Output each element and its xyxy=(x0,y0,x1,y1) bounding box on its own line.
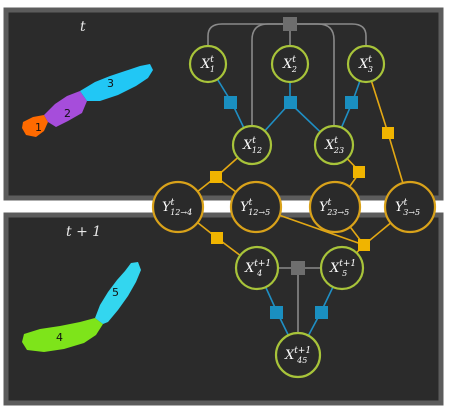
panel-t1-label: t + 1 xyxy=(66,224,101,240)
svg-text:Yt3→5: Yt3→5 xyxy=(395,198,420,217)
node-x45-sub: 45 xyxy=(296,356,307,365)
node-x2-base: X xyxy=(282,57,293,72)
node-x12-sub: 12 xyxy=(252,146,262,155)
factor-blue-2 xyxy=(284,96,297,109)
node-y35-base: Y xyxy=(395,200,405,215)
node-y124-base: Y xyxy=(162,200,172,215)
factor-blue-1 xyxy=(224,96,237,109)
node-x3-base: X xyxy=(358,57,369,72)
node-x45-sup: t+1 xyxy=(294,346,311,356)
segment-2-region xyxy=(44,91,87,127)
node-y125-base: Y xyxy=(240,200,250,215)
node-x3-sub: 3 xyxy=(368,65,373,74)
node-x2-sub: 2 xyxy=(291,65,297,74)
edge-x23-hub xyxy=(290,23,335,145)
node-x12-sup: t xyxy=(252,136,256,146)
node-y35-sub: 3→5 xyxy=(403,208,420,217)
node-x23-base: X xyxy=(324,138,335,153)
svg-text:Xt3: Xt3 xyxy=(358,55,373,74)
node-x2-sup: t xyxy=(292,55,296,65)
node-x5-sup: t+1 xyxy=(339,259,356,269)
panel-t-label: t xyxy=(80,19,86,35)
factor-gold-4 xyxy=(211,232,223,244)
node-x1-base: X xyxy=(200,57,211,72)
node-y125-sub: 12→5 xyxy=(248,208,270,217)
node-y124-sub: 12→4 xyxy=(170,208,192,217)
segment-5-label: 5 xyxy=(112,286,119,299)
factors xyxy=(210,17,394,319)
segment-5-region xyxy=(95,262,141,324)
svg-text:Xt+145: Xt+145 xyxy=(284,346,311,365)
node-x23-sub: 23 xyxy=(333,146,344,155)
factor-gold-1 xyxy=(210,171,222,183)
edge-x3-hub xyxy=(290,23,367,64)
node-y235-sub: 23→5 xyxy=(326,208,349,217)
segment-2-label: 2 xyxy=(64,107,71,120)
segment-1-region xyxy=(22,115,48,137)
node-x12-base: X xyxy=(242,138,253,153)
node-x23-sup: t xyxy=(334,136,338,146)
node-y235-base: Y xyxy=(319,200,329,215)
node-y124-sup: t xyxy=(171,198,175,208)
segment-1-label: 1 xyxy=(35,121,42,134)
node-y125-sup: t xyxy=(249,198,253,208)
node-y235-sup: t xyxy=(328,198,332,208)
segment-4-region xyxy=(22,318,103,352)
factor-gold-2 xyxy=(353,166,365,178)
node-x4-base: X xyxy=(244,261,255,276)
node-x5-sub: 5 xyxy=(342,269,347,278)
cell-segmentation-t1: 4 5 xyxy=(22,262,141,352)
segment-3-label: 3 xyxy=(107,77,114,90)
segment-4-label: 4 xyxy=(56,331,63,344)
node-x3-sup: t xyxy=(368,55,372,65)
svg-text:Xt+15: Xt+15 xyxy=(329,259,356,278)
factor-gold-3 xyxy=(382,127,394,139)
edge-x1-hub xyxy=(207,23,290,64)
factor-gold-5 xyxy=(358,239,370,251)
svg-text:Xt+14: Xt+14 xyxy=(244,259,271,278)
node-x5-base: X xyxy=(329,261,340,276)
node-x45-base: X xyxy=(284,348,295,363)
factor-blue-5 xyxy=(315,306,328,319)
svg-text:Xt1: Xt1 xyxy=(200,55,215,74)
factor-blue-3 xyxy=(345,96,358,109)
factor-blue-4 xyxy=(270,306,283,319)
node-x1-sup: t xyxy=(210,55,214,65)
edge-x12-hub xyxy=(251,23,290,145)
svg-text:Xt2: Xt2 xyxy=(282,55,297,74)
node-x4-sub: 4 xyxy=(256,269,262,278)
factor-gray-bottom xyxy=(291,261,305,275)
node-x4-sup: t+1 xyxy=(254,259,271,269)
node-x1-sub: 1 xyxy=(210,65,215,74)
segment-3-region xyxy=(80,64,153,101)
factor-gray-top xyxy=(283,17,297,31)
node-y35-sup: t xyxy=(404,198,408,208)
cell-segmentation-t: 1 2 3 xyxy=(22,64,153,137)
